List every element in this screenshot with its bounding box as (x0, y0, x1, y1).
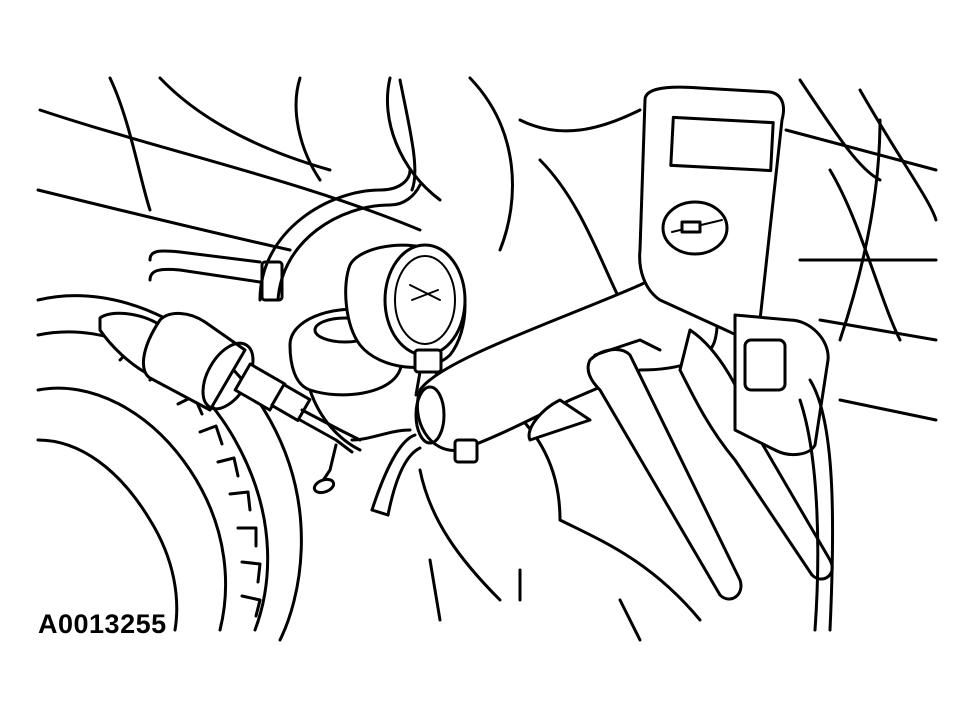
test-probe (98, 311, 412, 495)
figure-reference-code: A0013255 (38, 609, 167, 639)
engine-background-lines (36, 76, 938, 642)
vacuum-hoses (148, 78, 422, 302)
multimeter (638, 85, 835, 632)
vacuum-gauge (344, 243, 467, 397)
pump-hose (370, 433, 422, 517)
hand-vacuum-pump (414, 271, 834, 601)
